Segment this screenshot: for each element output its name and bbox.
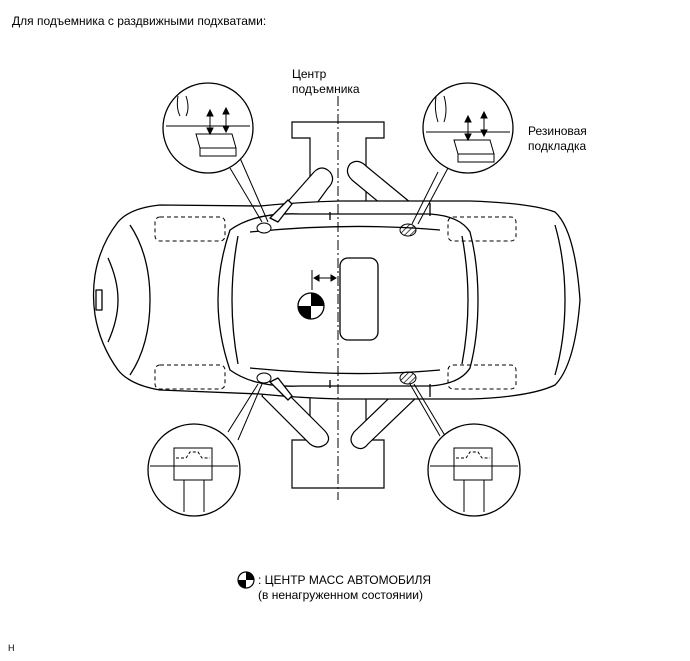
page-title: Для подъемника с раздвижными подхватами: [12, 14, 267, 28]
center-of-mass-icon [297, 292, 325, 320]
legend-text-line2: (в ненагруженном состоянии) [258, 588, 423, 602]
lift-center-label-line2: подъемника [292, 82, 360, 96]
callout-front-left-pad [162, 82, 254, 174]
callout-leaders [227, 141, 507, 445]
car-body [92, 199, 581, 401]
rubber-pad-label-line1: Резиновая [528, 124, 587, 138]
lift-zones-dashed [154, 216, 517, 390]
callout-rear-right-point [427, 423, 521, 517]
legend-center-of-mass-icon [237, 571, 255, 589]
callout-rear-left-point [147, 423, 241, 517]
legend-text-line1: : ЦЕНТР МАСС АВТОМОБИЛЯ [258, 573, 431, 587]
rubber-pad-label-line2: подкладка [528, 139, 587, 153]
center-offset-arrow [311, 270, 337, 290]
callout-front-right-pad [422, 82, 514, 174]
lift-point-markers [256, 222, 417, 385]
lift-center-label-line1: Центр [292, 67, 327, 81]
footer-code: H [8, 643, 15, 653]
